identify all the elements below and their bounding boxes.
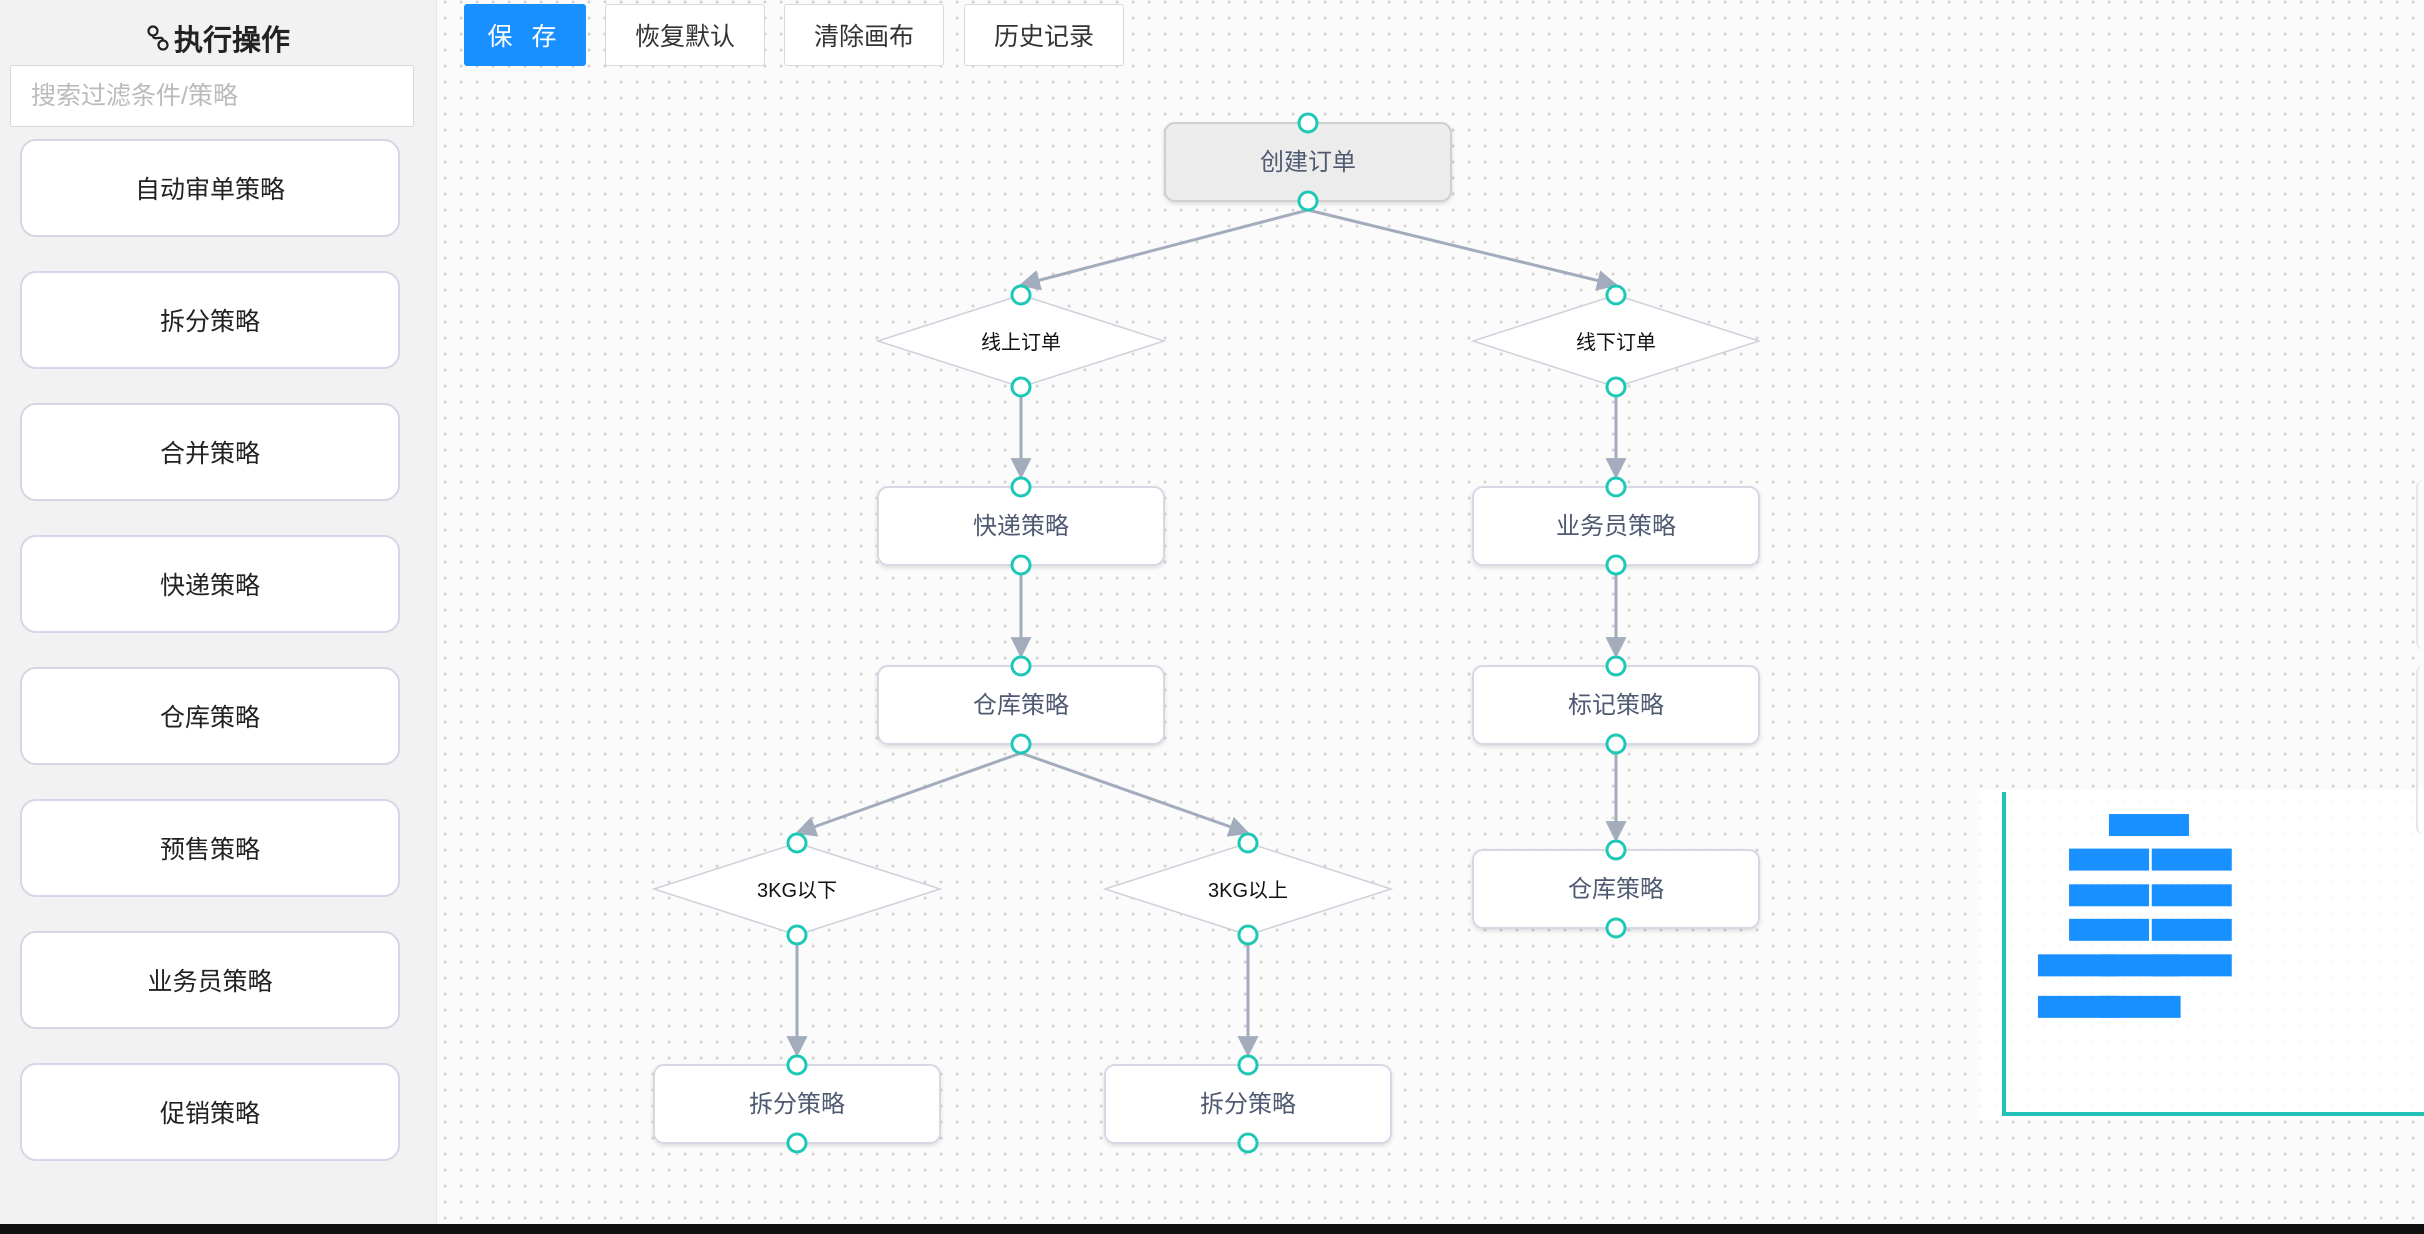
window-bottom-border: [0, 1224, 2424, 1234]
input-port[interactable]: [1010, 284, 1032, 306]
node-label: 3KG以上: [1208, 879, 1288, 902]
flow-node-create[interactable]: 创建订单: [1164, 122, 1452, 202]
flow-node-mark[interactable]: 标记策略: [1472, 665, 1760, 745]
flow-condition-offline[interactable]: 线下订单: [1470, 294, 1762, 388]
clear-canvas-button[interactable]: 清除画布: [784, 4, 944, 66]
node-label: 3KG以下: [757, 880, 837, 902]
node-label: 线上订单: [981, 331, 1061, 354]
flow-edge-warehouse1-above3[interactable]: [1020, 751, 1250, 837]
output-port[interactable]: [1605, 917, 1627, 939]
node-label: 业务员策略: [1556, 513, 1676, 540]
input-port[interactable]: [786, 1054, 808, 1076]
search-input[interactable]: [10, 65, 414, 127]
minimap-node: [2069, 848, 2150, 871]
minimap-node: [2151, 848, 2232, 871]
sidebar-title: 执行操作: [0, 18, 436, 64]
flow-node-express[interactable]: 快递策略: [877, 486, 1165, 566]
node-label: 拆分策略: [1200, 1091, 1296, 1118]
node-label: 拆分策略: [749, 1091, 845, 1118]
minimap[interactable]: [1980, 790, 2424, 1120]
output-port[interactable]: [1010, 376, 1032, 398]
minimap-node: [2069, 884, 2150, 907]
node-label: 创建订单: [1260, 149, 1356, 176]
output-port[interactable]: [786, 1132, 808, 1154]
flow-canvas[interactable]: 保 存 恢复默认 清除画布 历史记录 创建订单线上订单 线下订单快递策略 业务员策略…: [437, 0, 2424, 1224]
history-button[interactable]: 历史记录: [964, 4, 1124, 66]
input-port[interactable]: [1297, 112, 1319, 134]
restore-default-button[interactable]: 恢复默认: [605, 4, 765, 66]
minimap-node: [2037, 995, 2118, 1018]
output-port[interactable]: [1297, 190, 1319, 212]
input-port[interactable]: [1010, 476, 1032, 498]
canvas-edge-handle-2: [2416, 665, 2424, 835]
node-label: 线下订单: [1576, 331, 1656, 354]
canvas-edge-handle: [2416, 480, 2424, 650]
strategy-item-split[interactable]: 拆分策略: [20, 271, 400, 369]
minimap-node: [2108, 814, 2189, 837]
input-port[interactable]: [1605, 839, 1627, 861]
node-label: 标记策略: [1568, 692, 1664, 719]
minimap-node: [2151, 884, 2232, 907]
strategy-item-merge[interactable]: 合并策略: [20, 403, 400, 501]
output-port[interactable]: [1010, 733, 1032, 755]
flow-node-sales[interactable]: 业务员策略: [1472, 486, 1760, 566]
output-port[interactable]: [1237, 924, 1259, 946]
output-port[interactable]: [1605, 554, 1627, 576]
flow-node-split2[interactable]: 拆分策略: [1104, 1064, 1392, 1144]
minimap-node: [2151, 918, 2232, 941]
input-port[interactable]: [786, 832, 808, 854]
minimap-node: [2151, 954, 2232, 977]
output-port[interactable]: [1605, 733, 1627, 755]
sidebar: 执行操作 自动审单策略 拆分策略 合并策略 快递策略 仓库策略 预售策略 业务员…: [0, 0, 437, 1224]
flow-edge-create-online[interactable]: [1018, 208, 1309, 291]
input-port[interactable]: [1605, 655, 1627, 677]
input-port[interactable]: [1237, 832, 1259, 854]
input-port[interactable]: [1605, 284, 1627, 306]
flow-node-split1[interactable]: 拆分策略: [653, 1064, 941, 1144]
flow-node-warehouse2[interactable]: 仓库策略: [1472, 849, 1760, 929]
input-port[interactable]: [1605, 476, 1627, 498]
save-button[interactable]: 保 存: [464, 4, 586, 66]
flow-node-warehouse1[interactable]: 仓库策略: [877, 665, 1165, 745]
input-port[interactable]: [1010, 655, 1032, 677]
input-port[interactable]: [1237, 1054, 1259, 1076]
minimap-node: [2069, 918, 2150, 941]
minimap-node: [2100, 995, 2181, 1018]
strategy-item-auto-review[interactable]: 自动审单策略: [20, 139, 400, 237]
strategy-item-express[interactable]: 快递策略: [20, 535, 400, 633]
output-port[interactable]: [1605, 376, 1627, 398]
output-port[interactable]: [1010, 554, 1032, 576]
flow-condition-online[interactable]: 线上订单: [875, 294, 1167, 388]
flow-condition-above3[interactable]: 3KG以上: [1102, 842, 1394, 936]
minimap-node: [2037, 954, 2118, 977]
strategy-item-promotion[interactable]: 促销策略: [20, 1063, 400, 1161]
output-port[interactable]: [1237, 1132, 1259, 1154]
flow-edge-warehouse1-below3[interactable]: [795, 751, 1022, 837]
strategy-item-salesperson[interactable]: 业务员策略: [20, 931, 400, 1029]
flow-condition-below3[interactable]: 3KG以下: [651, 842, 943, 936]
sidebar-title-text: 执行操作: [173, 25, 290, 57]
minimap-viewport[interactable]: [2002, 792, 2424, 1116]
node-label: 快递策略: [973, 513, 1069, 540]
node-label: 仓库策略: [1568, 876, 1664, 903]
output-port[interactable]: [786, 924, 808, 946]
node-label: 仓库策略: [973, 692, 1069, 719]
strategy-item-presale[interactable]: 预售策略: [20, 799, 400, 897]
flow-icon: [146, 19, 170, 65]
strategy-item-warehouse[interactable]: 仓库策略: [20, 667, 400, 765]
flow-edge-create-offline[interactable]: [1307, 208, 1619, 291]
